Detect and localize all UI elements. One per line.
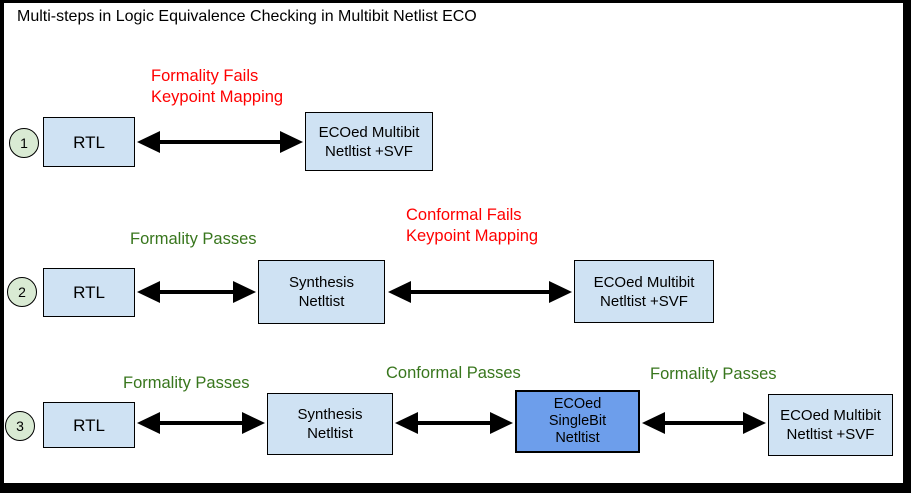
bidirectional-arrow-row3-b (395, 411, 513, 435)
box-rtl-row3: RTL (43, 402, 135, 448)
arrowhead-right-icon (233, 281, 256, 303)
arrowhead-left-icon (137, 412, 160, 434)
bidirectional-arrow-row1 (137, 130, 303, 154)
step-number: 3 (16, 418, 24, 434)
box-line: Netltist (307, 425, 353, 442)
arrow-shaft (413, 421, 495, 425)
label-formality-fails-row1: Formality Fails Keypoint Mapping (151, 66, 283, 108)
box-line: Synthesis (297, 406, 363, 423)
box-line: Netltist (555, 430, 600, 446)
box-line: Netltist (298, 293, 345, 310)
box-ecoed-singlebit-row3: ECOed SingleBit Netltist (515, 390, 640, 453)
bidirectional-arrow-row3-c (642, 411, 766, 435)
box-line: ECOed Multibit (593, 273, 695, 291)
arrowhead-right-icon (490, 412, 513, 434)
bidirectional-arrow-row2-b (388, 280, 572, 304)
box-synthesis-row2: Synthesis Netltist (258, 260, 385, 324)
box-label: RTL (73, 283, 105, 302)
arrowhead-left-icon (642, 412, 665, 434)
box-ecoed-multibit-row3: ECOed Multibit Netltist +SVF (768, 394, 893, 456)
label-line: Keypoint Mapping (406, 227, 539, 245)
label-formality-passes-row3-b: Formality Passes (650, 364, 777, 385)
box-ecoed-multibit-row2: ECOed Multibit Netltist +SVF (574, 260, 714, 323)
label-line: Formality Passes (130, 230, 257, 248)
step-number: 1 (20, 135, 28, 151)
label-formality-passes-row3-a: Formality Passes (123, 373, 250, 394)
label-line: Conformal Fails (406, 206, 522, 224)
box-line: Netltist +SVF (325, 142, 413, 160)
box-line: Netltist +SVF (600, 292, 688, 310)
box-line: Synthesis (288, 274, 355, 291)
step-circle-2: 2 (7, 277, 37, 307)
arrow-shaft (406, 290, 554, 294)
box-line: Netltist +SVF (786, 426, 875, 443)
arrowhead-left-icon (395, 412, 418, 434)
label-line: Conformal Passes (386, 364, 521, 382)
box-rtl-row1: RTL (43, 117, 135, 167)
arrow-shaft (155, 290, 238, 294)
label-line: Formality Passes (123, 374, 250, 392)
arrowhead-right-icon (280, 131, 303, 153)
arrowhead-left-icon (388, 281, 411, 303)
label-formality-passes-row2: Formality Passes (130, 229, 257, 250)
box-rtl-row2: RTL (43, 268, 135, 317)
step-circle-1: 1 (9, 128, 39, 158)
diagram-title: Multi-steps in Logic Equivalence Checkin… (17, 8, 477, 25)
box-line: ECOed Multibit (780, 407, 881, 424)
arrow-shaft (155, 140, 285, 144)
box-label: RTL (73, 132, 105, 152)
bidirectional-arrow-row2-a (137, 280, 256, 304)
arrowhead-right-icon (743, 412, 766, 434)
label-line: Formality Passes (650, 365, 777, 383)
arrowhead-right-icon (242, 412, 265, 434)
arrow-shaft (660, 421, 748, 425)
step-circle-3: 3 (5, 411, 35, 441)
box-line: SingleBit (548, 413, 607, 429)
label-line: Keypoint Mapping (151, 88, 284, 106)
label-line: Formality Fails (151, 67, 259, 85)
step-number: 2 (18, 284, 26, 300)
label-conformal-passes-row3: Conformal Passes (386, 363, 521, 384)
arrowhead-left-icon (137, 281, 160, 303)
arrowhead-left-icon (137, 131, 160, 153)
box-line: ECOed (553, 396, 602, 412)
arrowhead-right-icon (549, 281, 572, 303)
bidirectional-arrow-row3-a (137, 411, 265, 435)
box-label: RTL (73, 415, 105, 435)
box-line: ECOed Multibit (318, 123, 420, 141)
label-conformal-fails-row2: Conformal Fails Keypoint Mapping (406, 205, 538, 247)
box-ecoed-multibit-row1: ECOed Multibit Netltist +SVF (305, 112, 433, 171)
box-synthesis-row3: Synthesis Netltist (267, 393, 393, 455)
arrow-shaft (155, 421, 247, 425)
